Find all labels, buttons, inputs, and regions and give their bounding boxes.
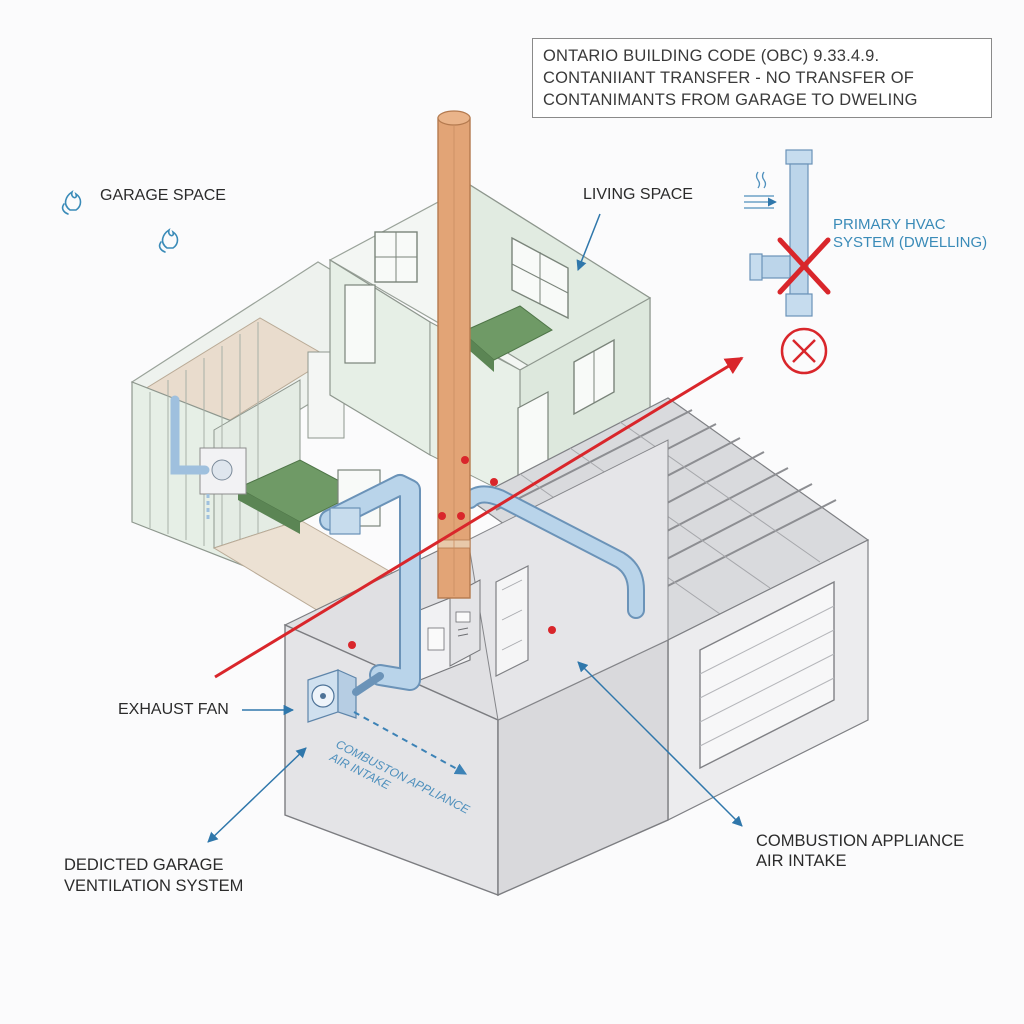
- prohibited-icon: [780, 327, 828, 375]
- fume-icon: [61, 190, 82, 215]
- furnace-appliance: [419, 579, 481, 681]
- fume-icon: [158, 228, 179, 253]
- primary-hvac-label-1: PRIMARY HVAC: [833, 216, 946, 233]
- code-note-line-3: CONTANIMANTS FROM GARAGE TO DWELING: [543, 91, 918, 109]
- code-note-line-1: ONTARIO BUILDING CODE (OBC) 9.33.4.9.: [543, 47, 880, 65]
- house-left-wing: [130, 261, 442, 631]
- combustion-intake-label-2: AIR INTAKE: [756, 852, 847, 870]
- primary-hvac-pipe: [749, 149, 813, 317]
- obc-code-note: ONTARIO BUILDING CODE (OBC) 9.33.4.9. CO…: [532, 38, 992, 118]
- transfer-red-line: [214, 356, 744, 679]
- ductwork: [319, 474, 645, 691]
- combustion-intake-label-1: COMBUSTION APPLIANCE: [756, 832, 965, 850]
- airflow-icon: [744, 171, 777, 209]
- callout-arrows: [207, 213, 743, 843]
- flue-chimney: [437, 110, 498, 599]
- garage-space-label: GARAGE SPACE: [100, 187, 226, 204]
- dedicated-ventilation-label-1: DEDICTED GARAGE: [64, 856, 224, 874]
- living-space-label: LIVING SPACE: [583, 186, 693, 203]
- primary-hvac-label-2: SYSTEM (DWELLING): [833, 234, 988, 251]
- exhaust-fan: [307, 669, 384, 723]
- exhaust-fan-label: EXHAUST FAN: [118, 701, 229, 718]
- cross-icon: [777, 237, 831, 295]
- code-note-line-2: CONTANIIANT TRANSFER - NO TRANSFER OF: [543, 69, 915, 87]
- dedicated-ventilation-label-2: VENTILATION SYSTEM: [64, 877, 244, 895]
